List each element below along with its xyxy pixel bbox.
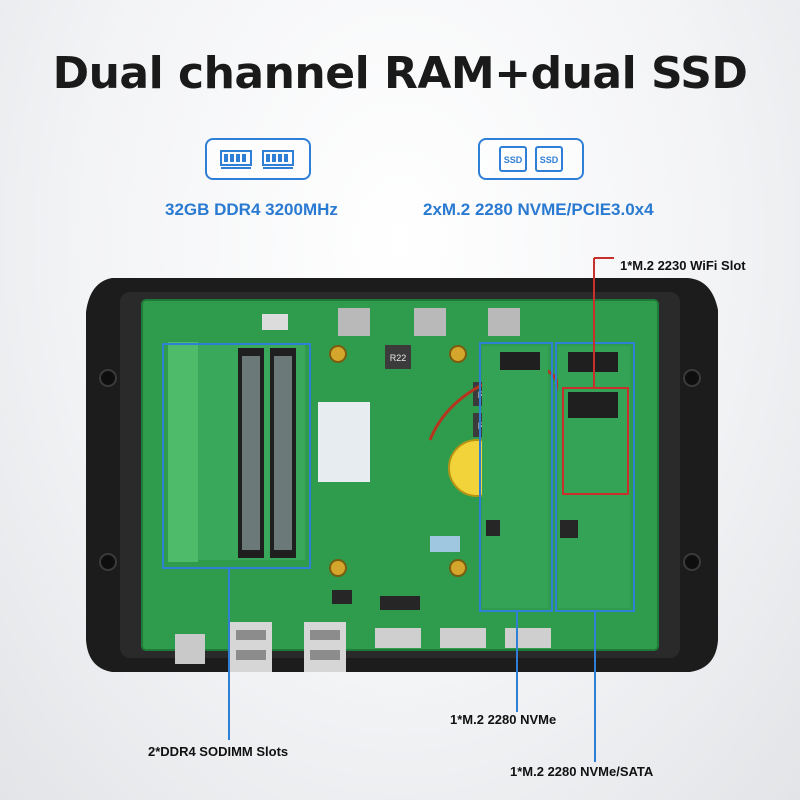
m2-wifi-slot <box>568 392 618 418</box>
page-title: Dual channel RAM+dual SSD <box>52 48 748 99</box>
ram-module-icon <box>205 138 311 180</box>
m2-nvme-slot <box>482 346 548 608</box>
ssd-icon: SSD SSD <box>478 138 584 180</box>
silk-r22: R22 <box>390 353 407 363</box>
callout-nvme: 1*M.2 2280 NVMe <box>450 712 557 727</box>
callout-nvme-sata: 1*M.2 2280 NVMe/SATA <box>510 764 654 779</box>
wifi-highlight-box <box>562 387 629 495</box>
callout-wifi-slot: 1*M.2 2230 WiFi Slot <box>620 258 746 273</box>
sodimm-highlight-box <box>162 343 311 569</box>
inductor-r22 <box>385 345 411 369</box>
callout-sodimm-slots: 2*DDR4 SODIMM Slots <box>148 744 289 759</box>
m2-nvme-sata-slot <box>558 346 630 608</box>
ssd-spec-label: 2xM.2 2280 NVME/PCIE3.0x4 <box>423 200 654 219</box>
ssd-chip-text: SSD <box>540 155 559 165</box>
case-screws <box>99 369 701 571</box>
ram-spec-label: 32GB DDR4 3200MHz <box>165 200 338 219</box>
ssd-chip-text: SSD <box>504 155 523 165</box>
heatsink-pad <box>318 402 370 482</box>
ram-module <box>238 348 296 558</box>
